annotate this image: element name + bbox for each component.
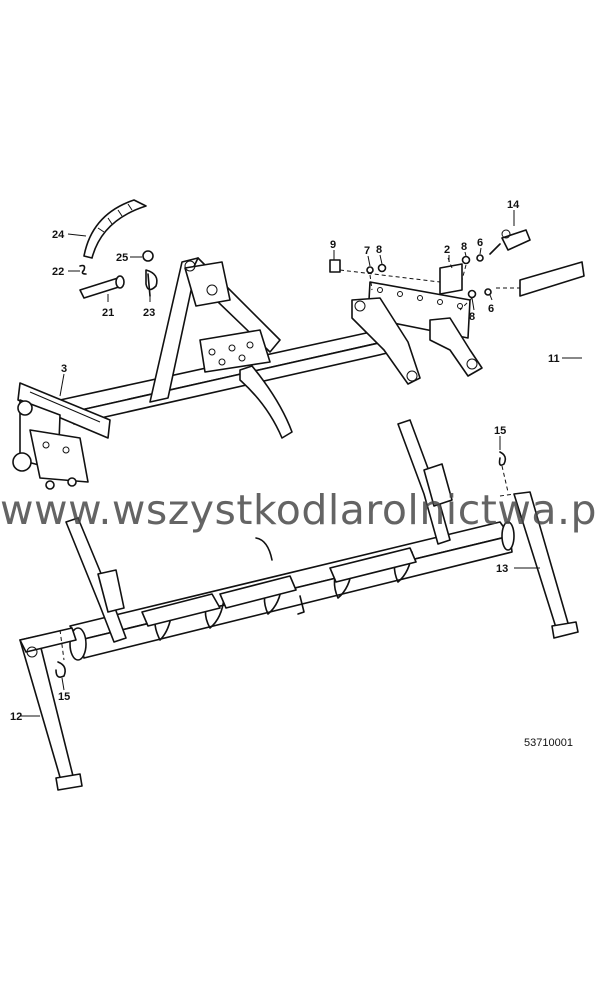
linkage-pin <box>489 229 531 255</box>
label-3: 3 <box>61 363 67 375</box>
label-23: 23 <box>143 307 155 319</box>
right-arm <box>397 419 453 545</box>
label-13: 13 <box>496 563 508 575</box>
label-22: 22 <box>52 266 64 278</box>
leader-lines <box>20 210 582 717</box>
fastener-hardware <box>329 254 492 311</box>
label-14: 14 <box>507 199 520 211</box>
roller-clamps <box>141 537 417 641</box>
label-8-right: 8 <box>461 241 467 253</box>
drawing-number: 53710001 <box>524 737 573 749</box>
label-7: 7 <box>364 245 370 257</box>
a-frame-headstock <box>149 257 281 403</box>
left-leg <box>19 627 83 791</box>
label-6-lower: 6 <box>488 303 494 315</box>
right-leg <box>498 451 579 639</box>
cover-plate <box>439 263 463 295</box>
left-end-frame <box>12 399 89 490</box>
label-9: 9 <box>330 239 336 251</box>
label-15-left: 15 <box>58 691 70 703</box>
part-labels: 24 25 22 21 23 9 7 8 2 8 6 14 3 8 6 11 1… <box>10 199 573 749</box>
label-15-right: 15 <box>494 425 506 437</box>
label-11: 11 <box>548 353 560 365</box>
label-8-lower: 8 <box>469 311 475 323</box>
label-25: 25 <box>116 252 128 264</box>
main-frame-beam <box>17 329 393 439</box>
curved-brace <box>239 365 293 439</box>
label-8-top: 8 <box>376 244 382 256</box>
label-6-top: 6 <box>477 237 483 249</box>
side-rail <box>496 261 585 297</box>
watermark-text: www.wszystkodlarolnictwa.pl <box>0 486 600 534</box>
label-21: 21 <box>102 307 114 319</box>
label-24: 24 <box>52 229 65 241</box>
label-12: 12 <box>10 711 22 723</box>
left-arm <box>65 517 127 643</box>
right-bracket <box>351 281 483 385</box>
label-2: 2 <box>444 244 450 256</box>
hydraulic-hose-kit <box>79 199 158 299</box>
